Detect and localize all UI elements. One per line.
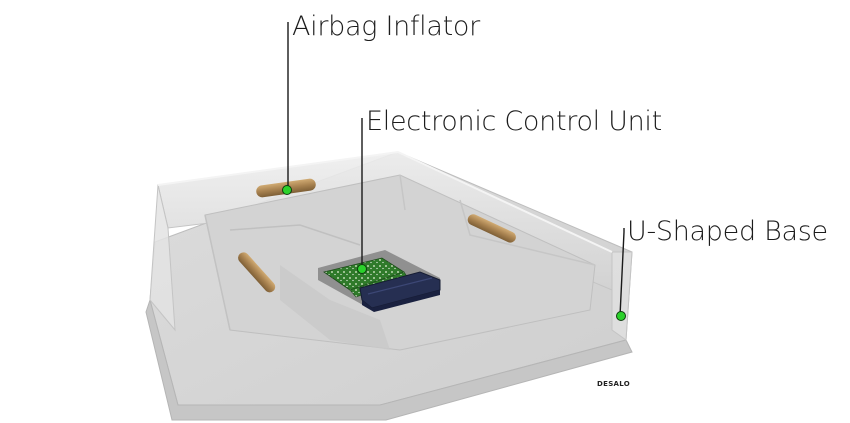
label-airbag-inflator: Airbag Inflator: [292, 11, 480, 42]
label-u-shaped-base: U-Shaped Base: [627, 216, 828, 247]
marker-ecu: [357, 264, 367, 274]
markers: [282, 185, 626, 321]
airbag-inflator-left: [238, 252, 276, 293]
leader-lines: [287, 22, 625, 317]
leader-line-base: [619, 228, 625, 317]
airbag-inflator-right: [467, 214, 516, 243]
brand-logo: DESALO: [597, 380, 631, 388]
label-electronic-control-unit: Electronic Control Unit: [366, 106, 662, 137]
marker-base: [616, 311, 626, 321]
marker-inflator: [282, 185, 292, 195]
